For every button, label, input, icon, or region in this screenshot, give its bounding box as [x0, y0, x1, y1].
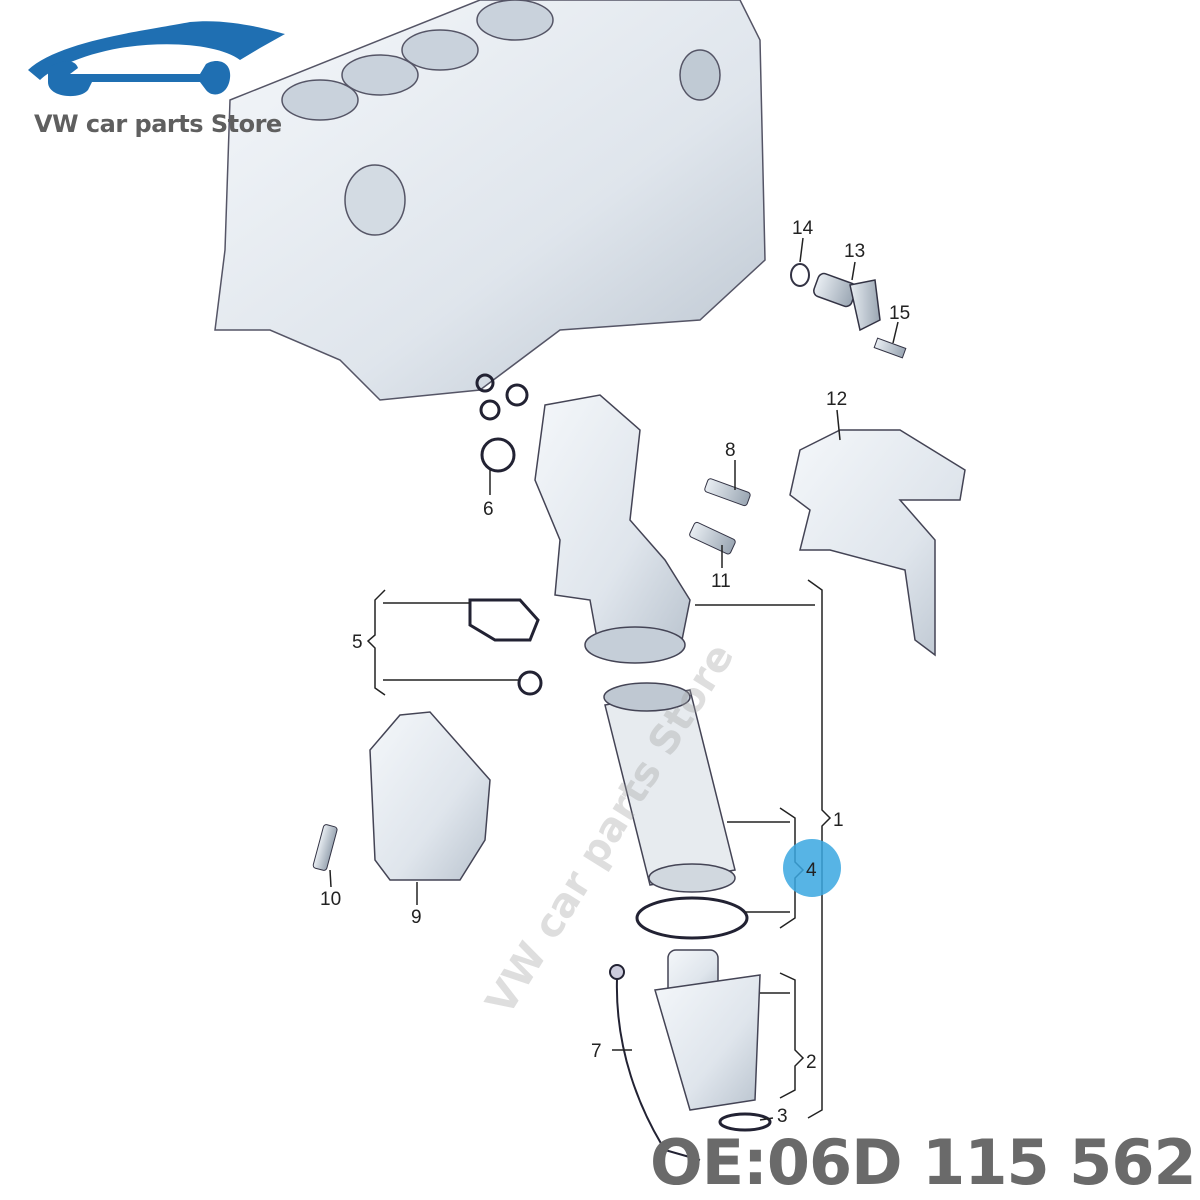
logo-car-wrench-icon	[28, 21, 285, 97]
callout-12: 12	[826, 389, 847, 410]
callout-10: 10	[320, 889, 341, 910]
callout-1: 1	[833, 810, 844, 831]
callout-8: 8	[725, 440, 736, 461]
callout-2: 2	[806, 1052, 817, 1073]
callout-labels: 1 2 3 4 5 6 7 8 9 10 11 12 13 14 15	[320, 218, 910, 1127]
part-o-ring-4	[635, 896, 749, 940]
part-seals-5	[468, 598, 543, 696]
logo-text: VW car parts Store	[34, 110, 282, 138]
callout-7: 7	[591, 1041, 602, 1062]
callout-15: 15	[889, 303, 910, 324]
part-valve-13	[813, 272, 881, 332]
engine-block	[214, 0, 766, 401]
callout-3: 3	[777, 1106, 788, 1127]
callout-5: 5	[352, 632, 363, 653]
part-filter-cap-2	[654, 949, 761, 1111]
oil-filter-housing	[534, 394, 691, 664]
part-sender-11	[689, 521, 736, 555]
part-bolt-8	[704, 478, 751, 507]
callout-13: 13	[844, 241, 865, 262]
callout-14: 14	[792, 218, 814, 239]
part-seal-ring-14	[790, 263, 810, 287]
part-oil-cooler-9	[369, 711, 491, 881]
callout-4: 4	[806, 860, 817, 881]
part-bolt-15	[873, 337, 907, 359]
part-bolt-10	[312, 824, 338, 871]
oe-part-number: OE:06D 115 562	[650, 1126, 1197, 1199]
callout-11: 11	[711, 571, 731, 592]
leader-lines	[329, 237, 899, 1121]
callout-9: 9	[411, 907, 422, 928]
part-gaskets-6	[475, 373, 529, 473]
callout-6: 6	[483, 499, 494, 520]
part-bracket-12	[789, 429, 966, 657]
part-seal-3	[718, 1112, 772, 1132]
highlight-circle-4	[783, 839, 841, 897]
part-filter-element-4	[603, 682, 736, 893]
part-dipstick-7	[609, 964, 701, 1161]
